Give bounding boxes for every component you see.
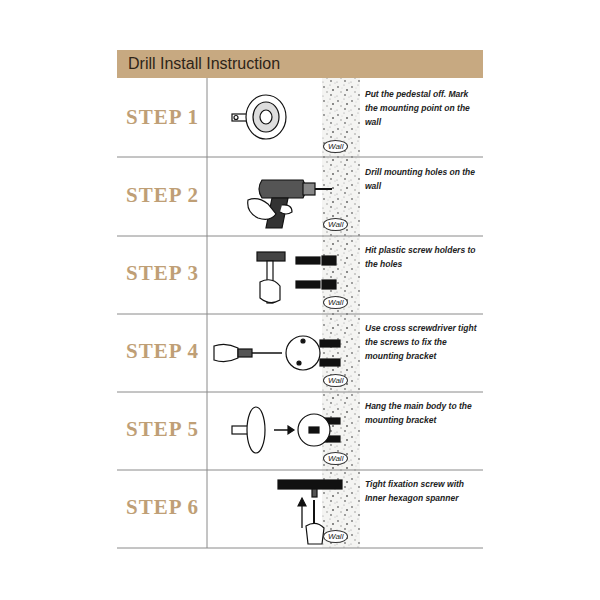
- mounting-bracket: [286, 336, 320, 370]
- instruction-text: Hit plastic screw holders to the holes: [365, 243, 483, 271]
- row-line: [117, 470, 483, 471]
- instruction-text: Put the pedestal off. Mark the mounting …: [365, 87, 483, 129]
- main-body-rod: [278, 480, 342, 489]
- bracket-arm: [320, 340, 340, 347]
- screw-holder: [296, 281, 320, 288]
- arrow-line: [301, 504, 302, 528]
- row-line: [117, 314, 483, 315]
- bracket-slot: [309, 427, 319, 433]
- row-line: [117, 392, 483, 393]
- wall-label: Wall: [328, 454, 343, 463]
- wall-hole: [322, 280, 336, 289]
- hand: [306, 523, 324, 544]
- wall-label: Wall: [328, 532, 343, 541]
- arrow-head: [288, 426, 294, 434]
- pedestal-center: [260, 110, 272, 124]
- screwdriver-handle: [238, 349, 252, 357]
- wall-label: Wall: [328, 376, 343, 385]
- hand: [260, 280, 280, 303]
- drill-figure: [248, 180, 332, 228]
- step-number: STEP 5: [117, 390, 207, 468]
- fixation-screw: [312, 489, 317, 497]
- instruction-text: Use cross screwdriver tight the screws t…: [365, 321, 483, 363]
- wall-label: Wall: [328, 298, 343, 307]
- row-line: [117, 157, 483, 158]
- table-grid: [117, 78, 483, 548]
- arrow-line: [274, 429, 288, 431]
- title-band: [117, 50, 483, 78]
- screwdriver-figure: [214, 336, 340, 370]
- column-line: [207, 78, 208, 548]
- arrow-head: [298, 498, 306, 506]
- row-line: [117, 236, 483, 237]
- drill-chuck: [303, 183, 315, 195]
- hand: [248, 199, 276, 220]
- step-number: STEP 2: [117, 156, 207, 234]
- instruction-text: Tight fixation screw with Inner hexagon …: [365, 477, 483, 505]
- hammer-figure: [257, 252, 336, 303]
- step-number: STEP 4: [117, 312, 207, 390]
- screw: [297, 361, 301, 365]
- step-number: STEP 1: [117, 78, 207, 156]
- body-disc: [247, 407, 265, 453]
- step-number: STEP 6: [117, 468, 207, 546]
- wall-label: Wall: [328, 142, 343, 151]
- main-body-figure: [232, 407, 340, 453]
- pedestal-figure: [232, 95, 286, 139]
- row-line: [117, 548, 483, 549]
- instruction-text: Drill mounting holes on the wall: [365, 165, 483, 193]
- wall-label: Wall: [328, 220, 343, 229]
- hammer-head: [257, 252, 285, 261]
- finger: [280, 205, 292, 214]
- title-text: Drill Install Instruction: [128, 52, 280, 76]
- screw-holder: [296, 257, 320, 264]
- step-number: STEP 3: [117, 234, 207, 312]
- rod-end: [234, 116, 238, 120]
- hand: [214, 344, 238, 361]
- drill-bit: [315, 188, 332, 190]
- screw: [301, 339, 305, 343]
- bracket-arm: [320, 359, 340, 366]
- wall-hole: [322, 256, 336, 265]
- instruction-text: Hang the main body to the mounting brack…: [365, 399, 483, 427]
- mounting-bracket: [298, 414, 330, 446]
- drill-body: [259, 180, 306, 198]
- screwdriver-shaft: [252, 352, 282, 354]
- pedestal-ring: [253, 102, 279, 132]
- pedestal-disc: [246, 95, 286, 139]
- wall-texture: [322, 78, 360, 548]
